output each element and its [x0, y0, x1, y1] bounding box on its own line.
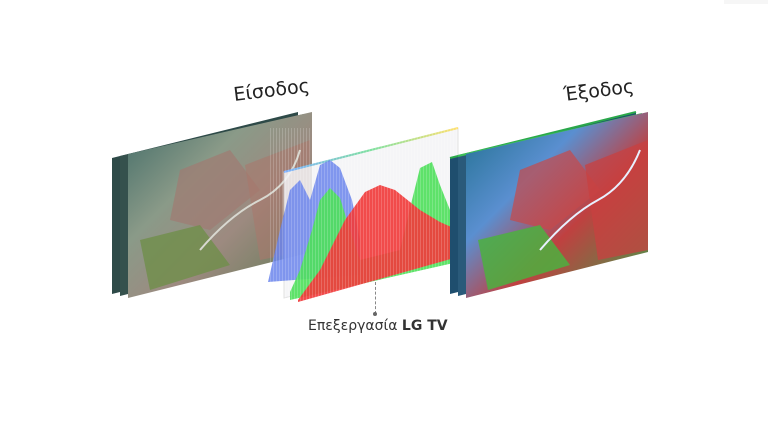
caption-leader-dot	[373, 312, 377, 316]
input-image-stack	[112, 112, 312, 298]
caption-text: Επεξεργασία	[308, 318, 402, 334]
caption-leader-line	[375, 282, 376, 314]
processing-caption: Επεξεργασία LG TV	[308, 318, 448, 334]
output-image-stack	[449, 111, 648, 298]
corner-placeholder	[724, 0, 768, 4]
caption-brand: LG TV	[401, 318, 448, 334]
histogram-panel	[268, 127, 459, 303]
